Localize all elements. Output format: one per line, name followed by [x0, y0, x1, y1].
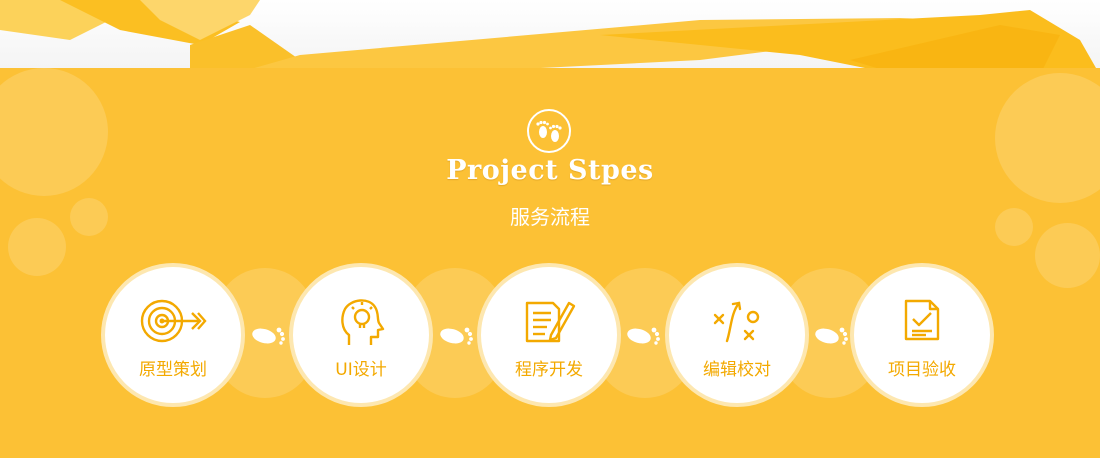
page-subtitle: 服务流程: [510, 205, 590, 229]
step-label: 项目验收: [888, 360, 956, 380]
decor-bubble: [0, 68, 108, 196]
step-prototype-planning[interactable]: 原型策划: [101, 263, 245, 407]
strategy-play-icon: [669, 295, 805, 347]
step-label: 原型策划: [139, 360, 207, 380]
ribbon-decoration: [0, 0, 1100, 75]
target-icon: [105, 295, 241, 347]
footprint-icon: [440, 327, 473, 345]
head-lightbulb-icon: [293, 295, 429, 347]
step-project-acceptance[interactable]: 项目验收: [850, 263, 994, 407]
step-ui-design[interactable]: UI设计: [289, 263, 433, 407]
step-label: 程序开发: [515, 360, 583, 380]
footprint-icon: [815, 327, 848, 345]
top-ribbon-band: [0, 0, 1100, 75]
checklist-icon: [854, 295, 990, 347]
step-label: 编辑校对: [703, 360, 771, 380]
decor-bubble: [70, 198, 108, 236]
decor-bubble: [995, 208, 1033, 246]
footprint-icon: [627, 327, 660, 345]
decor-bubble: [995, 73, 1100, 203]
step-program-development[interactable]: 程序开发: [477, 263, 621, 407]
step-editing-proofreading[interactable]: 编辑校对: [665, 263, 809, 407]
decor-bubble: [1035, 223, 1100, 288]
step-label: UI设计: [335, 360, 387, 380]
document-pen-icon: [481, 295, 617, 347]
decor-bubble: [8, 218, 66, 276]
footprint-icon: [252, 327, 285, 345]
page-title: Project Stpes: [446, 155, 654, 186]
footprints-icon: [527, 109, 571, 153]
